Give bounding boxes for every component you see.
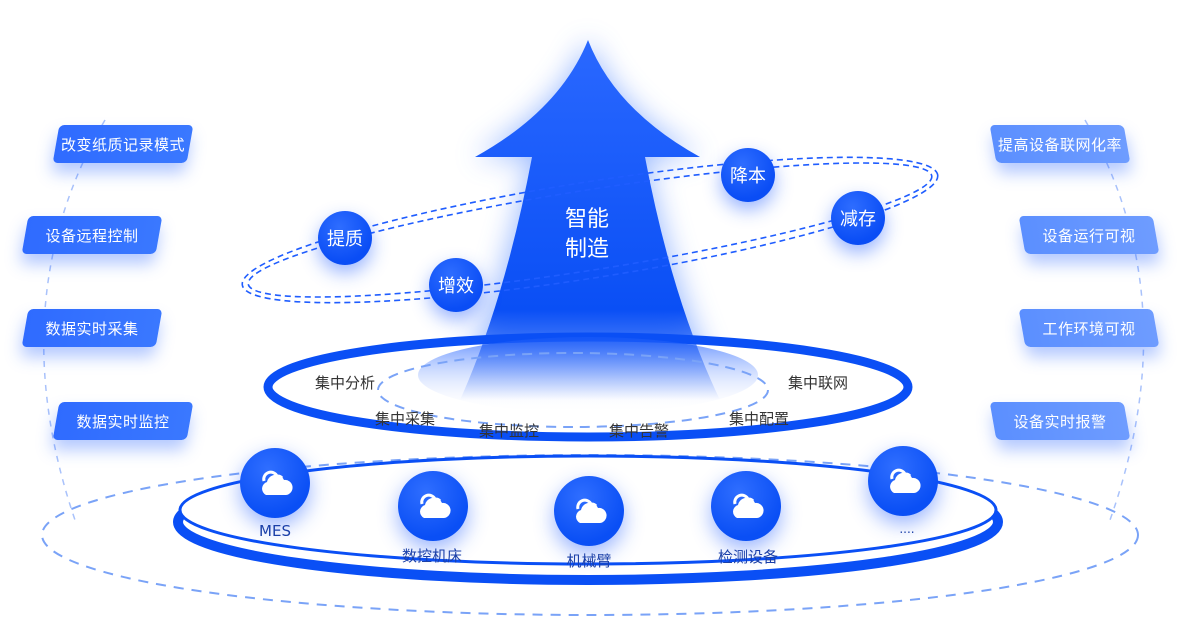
cloud-icon (262, 470, 293, 495)
bubble-cost-reduction: 降本 (721, 148, 775, 202)
left-tag-data-monitoring: 数据实时监控 (52, 402, 194, 440)
ring-label-alarm: 集中告警 (609, 422, 670, 440)
node-mes (240, 448, 310, 518)
bubble-inventory-reduction: 减存 (831, 191, 885, 245)
ring-label-networking: 集中联网 (788, 374, 849, 392)
right-tag-environment-visibility: 工作环境可视 (1018, 309, 1160, 347)
ring-label-collection: 集中采集 (375, 410, 436, 428)
node-label-mes: MES (259, 522, 291, 540)
tag-label: 提高设备联网化率 (997, 135, 1122, 154)
left-tag-remote-control: 设备远程控制 (21, 216, 163, 254)
bubble-label: 降本 (730, 166, 766, 187)
right-tag-operation-visibility: 设备运行可视 (1018, 216, 1160, 254)
left-tag-paper-records: 改变纸质记录模式 (52, 125, 194, 163)
node-inspection-equipment (711, 471, 781, 541)
bubble-label: 增效 (438, 276, 474, 297)
inner-dashed-ellipse (377, 352, 769, 428)
bubble-efficiency: 增效 (429, 258, 483, 312)
right-tag-networking-rate: 提高设备联网化率 (989, 125, 1131, 163)
growth-arrow (460, 40, 720, 400)
arrow-title-line1: 智能 (564, 207, 609, 232)
bubble-label: 提质 (327, 229, 363, 250)
tag-label: 数据实时采集 (45, 319, 139, 338)
node-cnc-machine (398, 471, 468, 541)
ring-label-monitoring: 集中监控 (479, 422, 540, 440)
orbit-dashed-ellipse (241, 156, 939, 304)
tag-label: 设备实时报警 (1013, 412, 1107, 431)
ring-label-configuration: 集中配置 (729, 410, 790, 428)
tag-label: 数据实时监控 (76, 412, 170, 431)
arrow-title: 智能 制造 (547, 205, 627, 265)
node-label-robot-arm: 机械臂 (566, 552, 612, 570)
node-more (868, 446, 938, 516)
ring-label-analysis: 集中分析 (315, 374, 376, 392)
cloud-icon (576, 498, 607, 523)
tag-label: 改变纸质记录模式 (60, 135, 185, 154)
tag-label: 工作环境可视 (1042, 319, 1136, 338)
left-tag-data-collection: 数据实时采集 (21, 309, 163, 347)
arrow-title-line2: 制造 (564, 237, 609, 262)
cloud-icon (890, 468, 921, 493)
outer-dashed-arc (43, 119, 1145, 521)
node-robot-arm (554, 476, 624, 546)
right-tag-realtime-alarm: 设备实时报警 (989, 402, 1131, 440)
bubble-label: 减存 (840, 209, 876, 230)
bubble-quality: 提质 (318, 211, 372, 265)
cloud-icon (420, 493, 451, 518)
node-label-more: .... (899, 522, 915, 536)
node-label-inspection-equipment: 检测设备 (717, 548, 779, 566)
tag-label: 设备运行可视 (1042, 226, 1136, 245)
cloud-icon (733, 493, 764, 518)
tag-label: 设备远程控制 (45, 226, 139, 245)
node-label-cnc-machine: 数控机床 (401, 547, 463, 565)
